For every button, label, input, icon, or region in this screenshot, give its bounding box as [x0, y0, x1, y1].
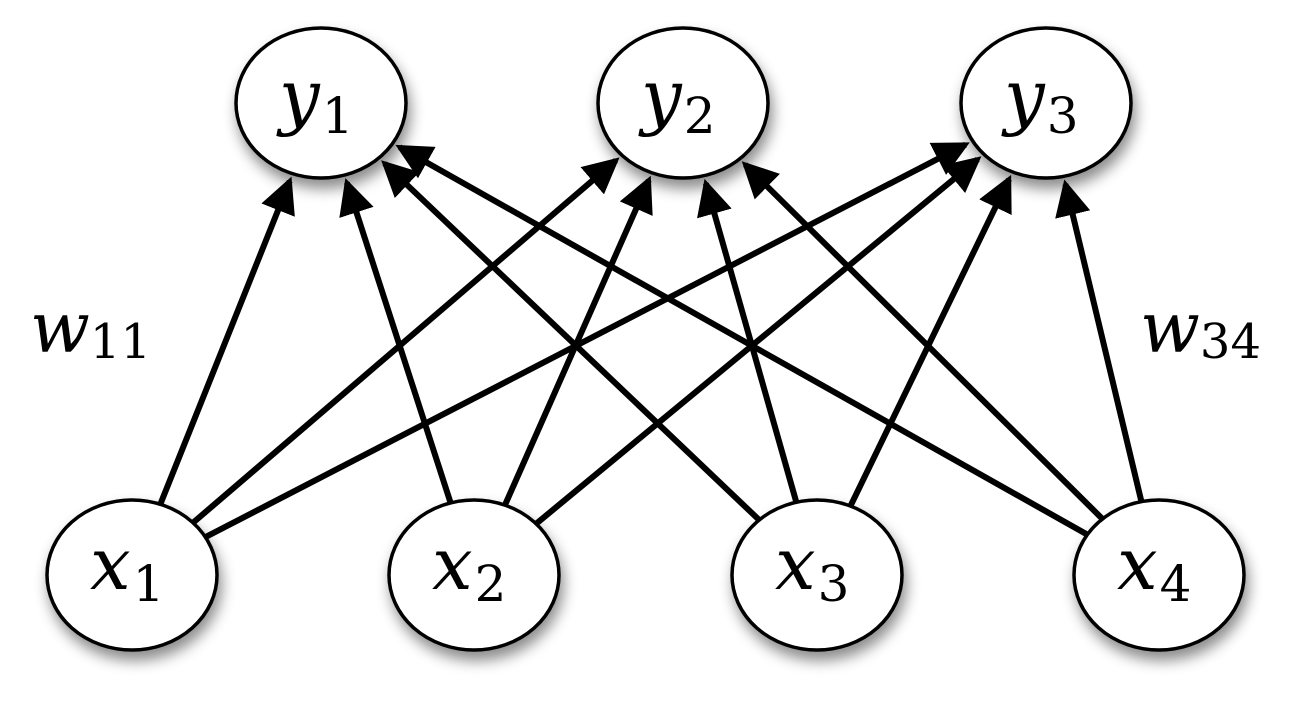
- node-x2-label: x2: [432, 522, 506, 613]
- node-x1-label: x1: [90, 522, 164, 613]
- node-x4-label: x4: [1117, 522, 1191, 613]
- node-x3-ellipse: [730, 498, 904, 652]
- node-y2-ellipse: [596, 26, 770, 180]
- edge-x1-y1: [157, 176, 295, 506]
- node-x3: x3: [730, 498, 904, 652]
- node-y2-label: y2: [638, 54, 716, 145]
- edge-x4-y2: [741, 161, 1105, 522]
- node-x2-var: x: [432, 522, 473, 606]
- node-x4-sub: 4: [1160, 555, 1192, 613]
- edges-group: [157, 141, 1145, 540]
- node-y3-var: y: [1001, 54, 1046, 138]
- edge-x4-y3: [1055, 179, 1145, 503]
- node-x3-sub: 3: [818, 555, 850, 613]
- weight-label-w34: w34: [1140, 287, 1261, 370]
- node-y3-label: y3: [1001, 54, 1079, 145]
- weight-label-w11: w11: [30, 287, 151, 370]
- node-x1-var: x: [90, 522, 131, 606]
- node-y1-sub: 1: [322, 87, 354, 145]
- edge-x1-y3: [203, 141, 970, 540]
- node-x2-ellipse: [387, 498, 561, 652]
- edge-x2-y1: [339, 178, 454, 504]
- node-x1: x1: [45, 498, 219, 652]
- edge-x3-y1: [381, 160, 762, 523]
- edge-x1-y2: [191, 157, 620, 526]
- node-x3-var: x: [775, 522, 816, 606]
- node-x3-label: x3: [775, 522, 849, 613]
- node-x2: x2: [387, 498, 561, 652]
- node-y3-sub: 3: [1047, 87, 1079, 145]
- node-x4: x4: [1072, 498, 1246, 652]
- node-y1-ellipse: [234, 26, 408, 180]
- node-y2: y2: [596, 26, 770, 180]
- node-y1-var: y: [276, 54, 321, 138]
- node-y3: y3: [959, 26, 1133, 180]
- node-x1-sub: 1: [133, 555, 165, 613]
- node-y2-sub: 2: [684, 87, 716, 145]
- edge-x4-y1: [395, 144, 1089, 538]
- node-x4-ellipse: [1072, 498, 1246, 652]
- node-x1-ellipse: [45, 498, 219, 652]
- node-y1-label: y1: [276, 54, 354, 145]
- edge-x2-y3: [534, 156, 982, 527]
- node-x2-sub: 2: [475, 555, 507, 613]
- node-x4-var: x: [1117, 522, 1158, 606]
- edge-x3-y3: [847, 174, 1012, 508]
- node-y3-ellipse: [959, 26, 1133, 180]
- node-y2-var: y: [638, 54, 683, 138]
- node-y1: y1: [234, 26, 408, 180]
